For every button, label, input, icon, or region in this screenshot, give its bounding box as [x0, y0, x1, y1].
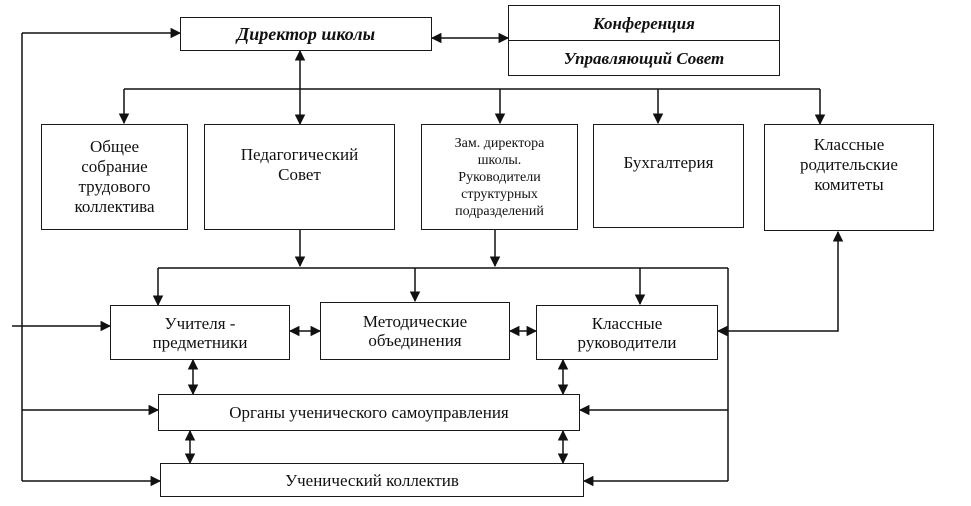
director-label: Директор школы	[236, 23, 376, 44]
general-meeting-label: Общее собрание трудового коллектива	[74, 137, 155, 216]
accounting-box: Бухгалтерия	[593, 124, 744, 228]
ped-council-box: Педагогический Совет	[204, 124, 395, 230]
student-government-label: Органы ученического самоуправления	[229, 403, 509, 422]
subject-teachers-box: Учителя - предметники	[110, 305, 290, 360]
methodical-label: Методические объединения	[362, 312, 468, 350]
student-government-box: Органы ученического самоуправления	[158, 394, 580, 431]
class-teachers-box: Классные руководители	[536, 305, 718, 360]
parent-committees-label: Классные родительские комитеты	[800, 135, 898, 194]
council-label: Управляющий Совет	[563, 48, 725, 68]
student-body-label: Ученический коллектив	[285, 470, 459, 490]
deputy-box: Зам. директора школы. Руководители струк…	[421, 124, 578, 230]
student-body-box: Ученический коллектив	[160, 463, 584, 497]
director-box: Директор школы	[180, 17, 432, 51]
subject-teachers-label: Учителя - предметники	[152, 313, 248, 352]
deputy-label: Зам. директора школы. Руководители струк…	[454, 135, 545, 219]
conference-council-box: Конференция Управляющий Совет	[508, 5, 780, 76]
parents-classteachers-arrow	[716, 230, 844, 337]
parent-committees-box: Классные родительские комитеты	[764, 124, 934, 231]
general-meeting-box: Общее собрание трудового коллектива	[41, 124, 188, 230]
methodical-box: Методические объединения	[320, 302, 510, 360]
accounting-label: Бухгалтерия	[623, 153, 714, 172]
conference-label: Конференция	[593, 13, 695, 33]
class-teachers-label: Классные руководители	[577, 313, 677, 352]
ped-council-label: Педагогический Совет	[240, 145, 359, 184]
